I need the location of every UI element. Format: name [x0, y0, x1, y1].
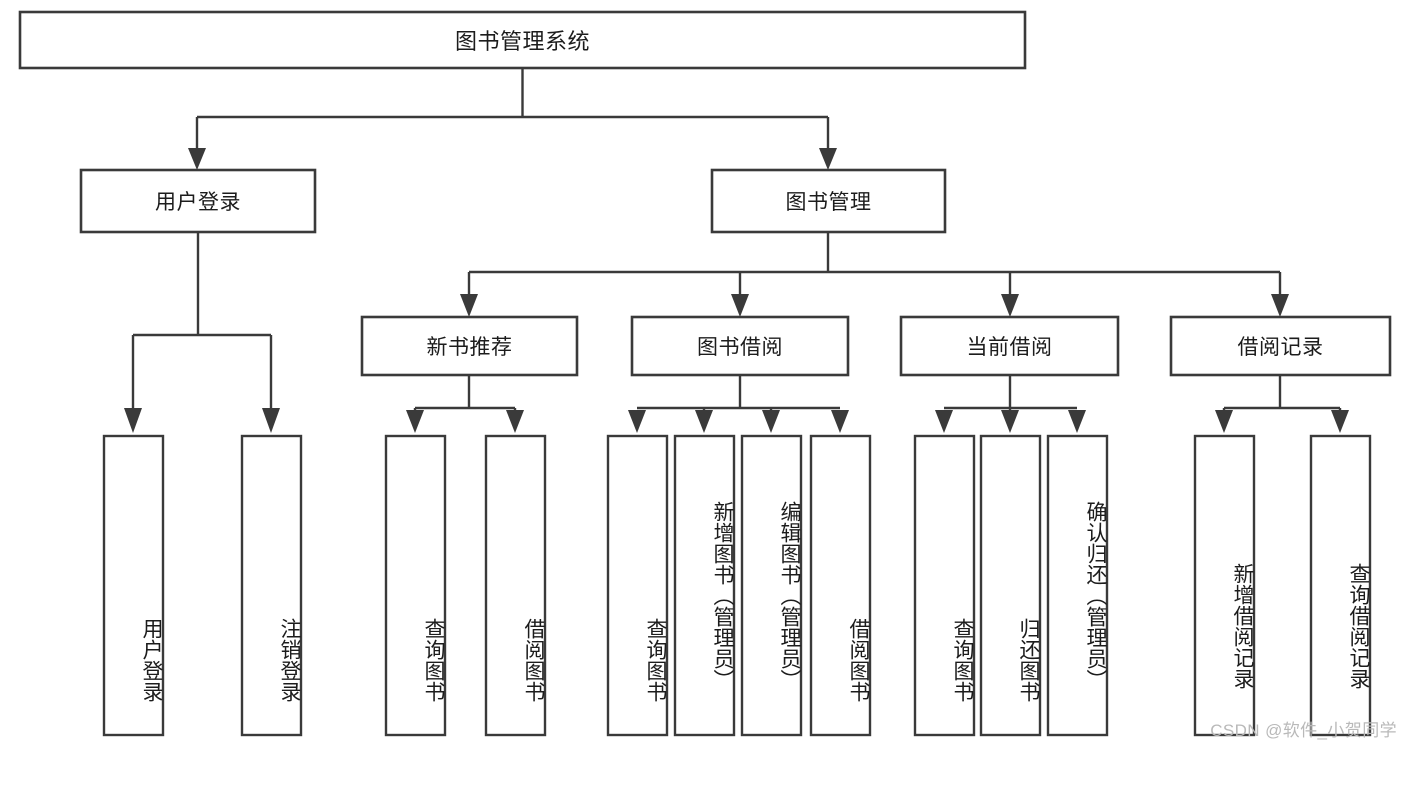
leaf-box-user-login[interactable] [102, 434, 165, 737]
arrow-head-borrow-record [1271, 294, 1289, 317]
arrow-head-leaf-user-login [124, 408, 142, 433]
label-leaf-currentborrow-confirm: 确认归还（管理员） [1084, 501, 1107, 690]
node-new-book-box[interactable] [360, 315, 579, 377]
arrow-head-book-borrow [731, 294, 749, 317]
label-leaf-currentborrow-query: 查询图书 [951, 617, 974, 702]
leaf-box-currentborrow-return[interactable] [979, 434, 1042, 737]
arrow-head-book-manage [819, 148, 837, 170]
label-leaf-borrowrecord-query: 查询借阅记录 [1347, 562, 1370, 689]
arrow-head-bookborrow-leaf-1 [628, 410, 646, 433]
label-leaf-bookborrow-edit: 编辑图书（管理员） [778, 501, 801, 690]
arrow-head-bookborrow-leaf-3 [762, 410, 780, 433]
arrow-head-currentborrow-leaf-3 [1068, 410, 1086, 433]
arrow-head-currentborrow-leaf-1 [935, 410, 953, 433]
label-borrow-record: 借阅记录 [1237, 336, 1324, 359]
leaf-box-newbook-query[interactable] [384, 434, 447, 737]
arrow-head-currentborrow-leaf-2 [1001, 410, 1019, 433]
leaf-box-bookborrow-add[interactable] [673, 434, 736, 737]
label-leaf-bookborrow-borrow: 借阅图书 [847, 617, 870, 702]
node-root-box[interactable] [18, 10, 1027, 70]
leaf-box-borrowrecord-query[interactable] [1309, 434, 1372, 737]
arrow-head-bookborrow-leaf-2 [695, 410, 713, 433]
leaf-box-newbook-borrow[interactable] [484, 434, 547, 737]
label-leaf-bookborrow-query: 查询图书 [644, 617, 667, 702]
label-book-manage: 图书管理 [785, 191, 872, 214]
arrow-head-newbook-leaf-2 [506, 410, 524, 433]
arrow-head-leaf-user-logout [262, 408, 280, 433]
arrow-head-bookborrow-leaf-4 [831, 410, 849, 433]
diagram-canvas [18, 10, 1392, 737]
label-leaf-newbook-borrow: 借阅图书 [522, 617, 545, 702]
leaf-box-bookborrow-edit[interactable] [740, 434, 803, 737]
arrow-head-new-book [460, 294, 478, 317]
label-leaf-currentborrow-return: 归还图书 [1017, 617, 1040, 702]
leaf-box-borrowrecord-add[interactable] [1193, 434, 1256, 737]
leaf-box-user-logout[interactable] [240, 434, 303, 737]
label-leaf-user-login: 用户登录 [140, 617, 163, 702]
label-user-login: 用户登录 [155, 191, 241, 214]
arrow-head-user-login [188, 148, 206, 170]
label-leaf-borrowrecord-add: 新增借阅记录 [1231, 562, 1254, 689]
label-leaf-bookborrow-add: 新增图书（管理员） [711, 501, 734, 690]
node-book-borrow-box[interactable] [630, 315, 850, 377]
label-current-borrow: 当前借阅 [966, 336, 1053, 359]
label-leaf-user-logout: 注销登录 [278, 617, 301, 702]
label-root: 图书管理系统 [454, 29, 590, 54]
arrow-head-borrowrecord-leaf-1 [1215, 410, 1233, 433]
node-book-manage-box[interactable] [710, 168, 947, 234]
arrow-head-current-borrow [1001, 294, 1019, 317]
label-book-borrow: 图书借阅 [697, 336, 783, 359]
leaf-box-bookborrow-borrow[interactable] [809, 434, 872, 737]
hierarchy-diagram: 图书管理系统 用户登录 图书管理 新书推荐 图书借阅 当前借阅 借阅记录 用户登… [18, 10, 1397, 740]
leaf-box-bookborrow-query[interactable] [606, 434, 669, 737]
node-user-login-box[interactable] [79, 168, 317, 234]
label-leaf-newbook-query: 查询图书 [422, 617, 445, 702]
label-new-book: 新书推荐 [426, 336, 513, 359]
arrow-head-borrowrecord-leaf-2 [1331, 410, 1349, 433]
leaf-box-currentborrow-confirm[interactable] [1046, 434, 1109, 737]
leaf-box-currentborrow-query[interactable] [913, 434, 976, 737]
arrow-head-newbook-leaf-1 [406, 410, 424, 433]
node-current-borrow-box[interactable] [899, 315, 1120, 377]
